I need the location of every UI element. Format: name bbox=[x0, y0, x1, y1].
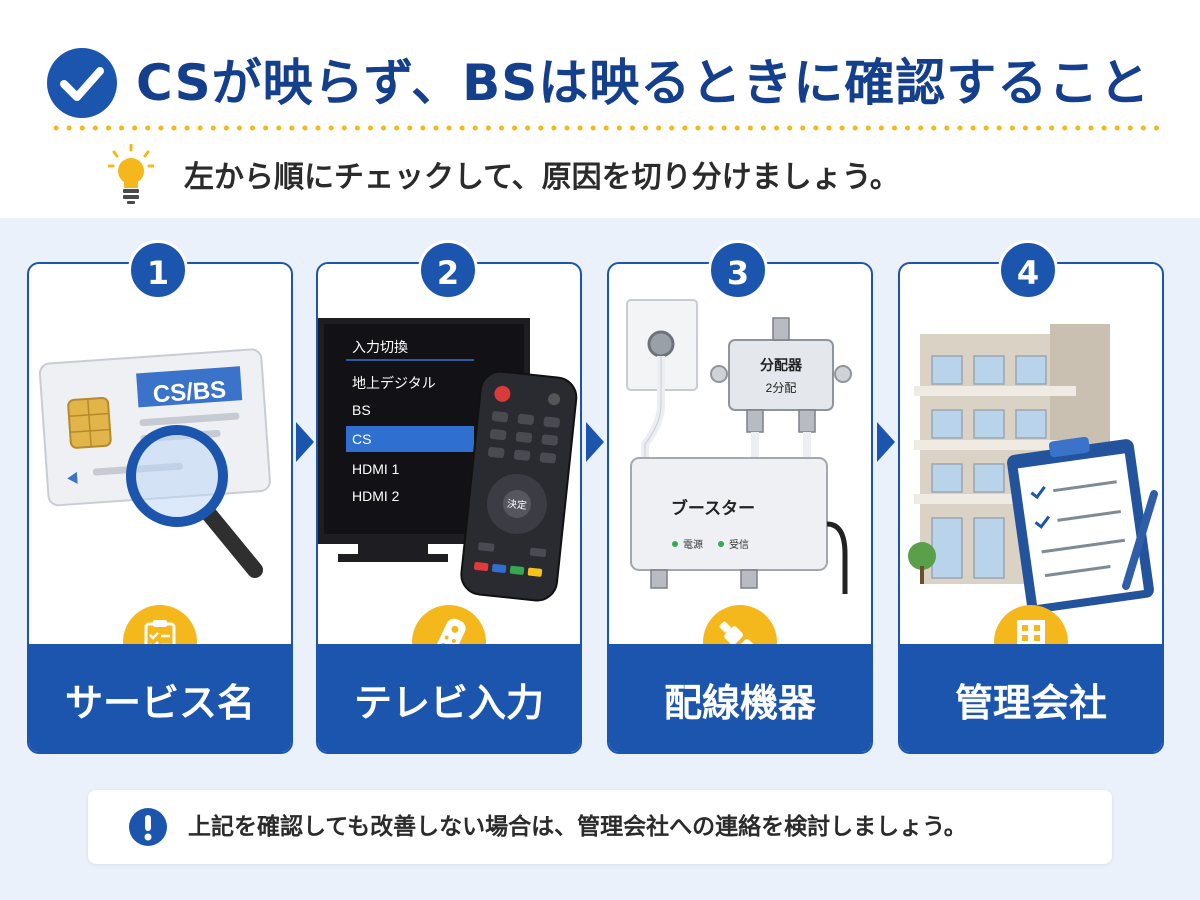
check-circle-icon bbox=[47, 48, 117, 118]
menu-item: HDMI 1 bbox=[352, 461, 400, 477]
splitter-sub: 2分配 bbox=[766, 381, 797, 395]
subtitle: 左から順にチェックして、原因を切り分けましょう。 bbox=[184, 160, 900, 195]
step-card-management: 管理会社 bbox=[898, 262, 1164, 754]
booster-power-led: 電源 bbox=[683, 538, 703, 551]
step-number-2: 2 bbox=[418, 240, 478, 300]
menu-title: 入力切換 bbox=[352, 339, 408, 355]
step-label: 管理会社 bbox=[954, 681, 1107, 725]
page-title: CSが映らず、BSは映るときに確認すること bbox=[136, 54, 1151, 112]
card-text: CS/BS bbox=[152, 376, 227, 408]
booster-receive-led: 受信 bbox=[729, 539, 749, 551]
dotted-divider bbox=[53, 125, 1166, 131]
step-label: 配線機器 bbox=[663, 681, 816, 725]
step-number-1: 1 bbox=[128, 240, 188, 300]
lightbulb-icon bbox=[108, 144, 154, 204]
splitter-label: 分配器 bbox=[760, 357, 803, 373]
exclamation-icon bbox=[129, 808, 167, 846]
step-label: サービス名 bbox=[64, 681, 255, 725]
step-card-tv-input: 入力切換 地上デジタル BS CS HDMI 1 HDMI 2 決定 bbox=[316, 262, 582, 754]
step-footer bbox=[29, 644, 291, 752]
header: CSが映らず、BSは映るときに確認すること 左から順にチェックして、原因を切り分… bbox=[0, 0, 1200, 218]
menu-item-selected bbox=[346, 426, 474, 452]
step-footer bbox=[609, 644, 871, 752]
splitter-booster-illustration: 分配器 2分配 ブースター 電源 受信 bbox=[626, 299, 852, 594]
step-footer bbox=[318, 644, 580, 752]
note-text: 上記を確認しても改善しない場合は、管理会社への連絡を検討しましょう。 bbox=[188, 814, 967, 840]
tv-remote-illustration: 入力切換 地上デジタル BS CS HDMI 1 HDMI 2 決定 bbox=[318, 318, 578, 602]
arrow-right-icon bbox=[586, 422, 604, 462]
menu-item: CS bbox=[352, 431, 371, 447]
bcas-card-illustration: CS/BS bbox=[38, 348, 271, 578]
remote-ok-button: 決定 bbox=[506, 497, 527, 512]
arrow-right-icon bbox=[877, 422, 895, 462]
step-number-3: 3 bbox=[708, 240, 768, 300]
apartment-clipboard-illustration bbox=[908, 324, 1158, 614]
step-label: テレビ入力 bbox=[353, 681, 544, 725]
booster-label: ブースター bbox=[671, 498, 755, 518]
step-card-service: CS/BS サービス名 bbox=[27, 262, 293, 754]
arrow-right-icon bbox=[296, 422, 314, 462]
step-number-4: 4 bbox=[998, 240, 1058, 300]
menu-item: BS bbox=[352, 402, 371, 418]
step-footer bbox=[900, 644, 1162, 752]
bottom-note: 上記を確認しても改善しない場合は、管理会社への連絡を検討しましょう。 bbox=[88, 790, 1112, 864]
menu-item: 地上デジタル bbox=[352, 375, 436, 391]
menu-item: HDMI 2 bbox=[352, 488, 400, 504]
step-card-wiring: 分配器 2分配 ブースター 電源 受信 配線機器 bbox=[607, 262, 873, 754]
